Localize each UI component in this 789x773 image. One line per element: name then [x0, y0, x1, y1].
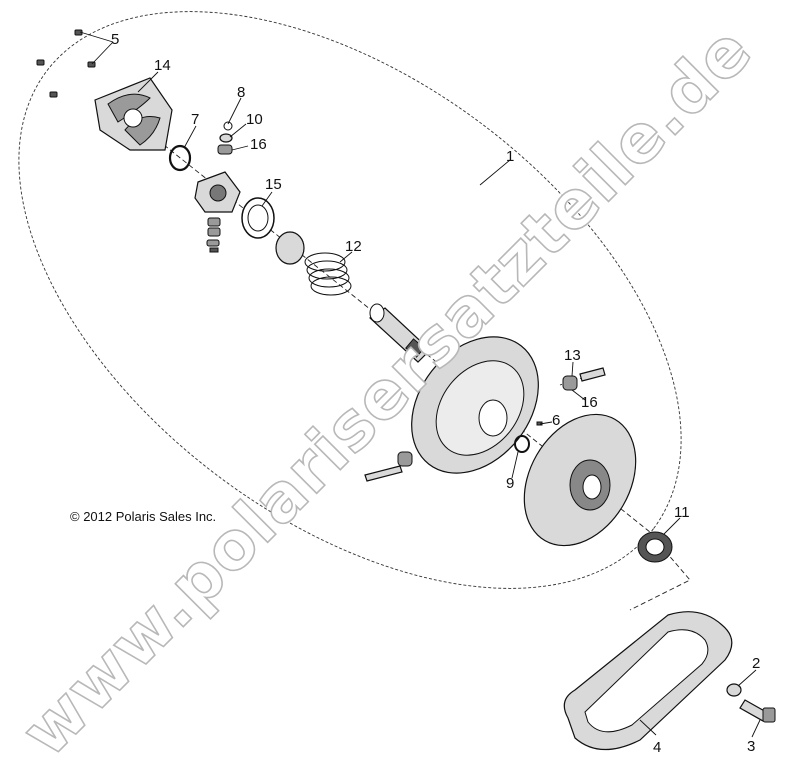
roller-part [562, 375, 578, 391]
screw-part [36, 59, 45, 66]
snap-ring-part [514, 435, 530, 453]
roller-part [397, 451, 413, 467]
fixed-sheave-part [523, 413, 637, 547]
bolt-part [579, 367, 606, 382]
helix-cover-part [94, 77, 173, 151]
callout-12: 12 [345, 238, 362, 255]
callout-16-lower: 16 [581, 394, 598, 411]
callout-13: 13 [564, 347, 581, 364]
screw-part [49, 91, 58, 98]
bolt-part [364, 465, 403, 482]
screw-group [36, 29, 96, 98]
callout-1: 1 [506, 148, 514, 165]
spider-hub-part [194, 171, 241, 253]
callout-2: 2 [752, 655, 760, 672]
bearing-part [637, 531, 673, 563]
screw-part [87, 61, 96, 68]
callout-5: 5 [111, 31, 119, 48]
retaining-ring-part [168, 144, 192, 172]
callout-4: 4 [653, 739, 661, 756]
bolt-3-part [739, 699, 776, 723]
callout-9: 9 [506, 475, 514, 492]
callout-10: 10 [246, 111, 263, 128]
belt-link-line [629, 544, 691, 611]
shaft-part [369, 303, 431, 363]
roller-part [217, 144, 233, 155]
callout-8: 8 [237, 84, 245, 101]
callout-16-upper: 16 [250, 136, 267, 153]
drive-belt-part [563, 611, 733, 751]
movable-sheave-part [411, 336, 539, 474]
callout-11: 11 [674, 504, 690, 521]
callout-14: 14 [154, 57, 171, 74]
ring-part [241, 197, 275, 239]
thrust-washer-part [275, 231, 305, 265]
callout-7: 7 [191, 111, 199, 128]
callout-labels: 1 2 3 4 5 6 7 8 9 10 11 12 13 14 15 16 1… [111, 31, 760, 756]
washer-part [219, 133, 233, 143]
assembly-outline [18, 11, 682, 589]
callout-3: 3 [747, 738, 755, 755]
spring-part [304, 252, 352, 296]
copyright-notice: © 2012 Polaris Sales Inc. [70, 509, 216, 524]
washer-2-part [726, 683, 742, 697]
leader-lines [79, 31, 761, 738]
callout-15: 15 [265, 176, 282, 193]
clip-part [223, 121, 233, 131]
callout-6: 6 [552, 412, 560, 429]
